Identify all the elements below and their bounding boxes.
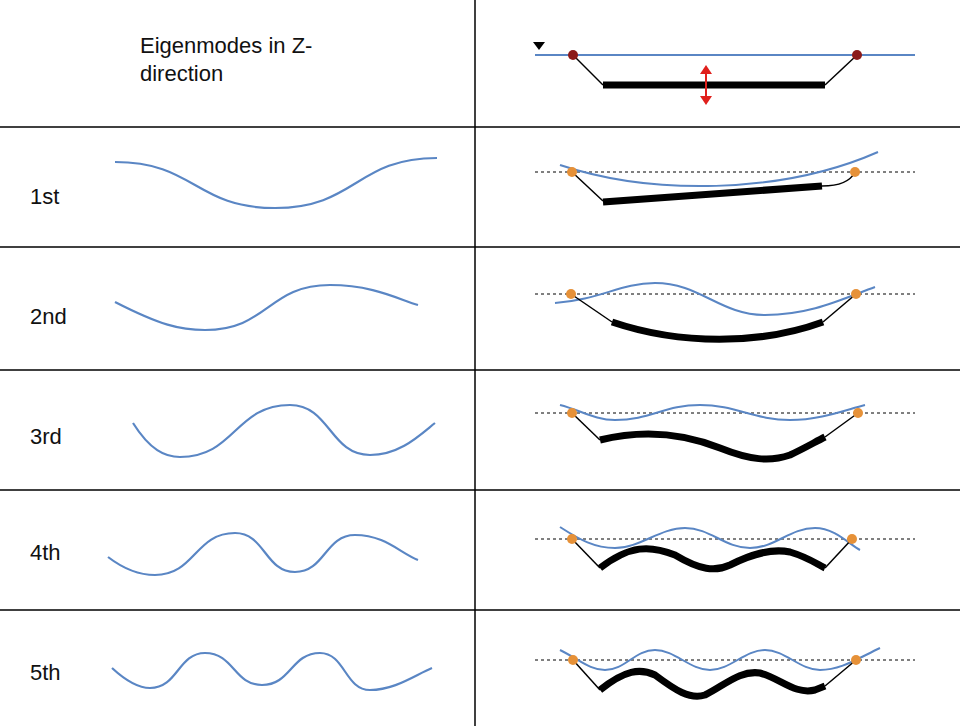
structure-at-rest [533,42,915,105]
deformed-structures [571,172,858,696]
reference-lines [535,172,915,660]
mode-shape-curves [108,158,437,690]
column-heading: Eigenmodes in Z-direction [140,32,350,88]
mode-number: 1st [30,183,100,211]
mode-number: 2nd [30,303,100,331]
mode-number: 5th [30,659,100,687]
hinge-points [566,167,863,665]
surface-curves [555,152,880,670]
mode-number: 3rd [30,423,100,451]
mode-number: 4th [30,539,100,567]
